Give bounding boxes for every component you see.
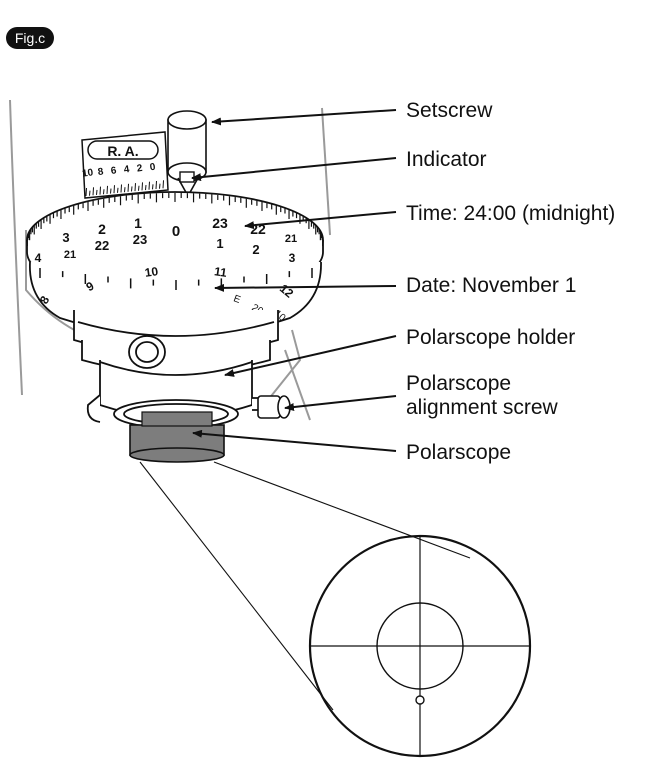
ra-scale-tick <box>99 186 101 195</box>
figure-badge: Fig.c <box>6 27 54 49</box>
time-dial-inner-number: 21 <box>64 249 76 261</box>
ra-scale-tick <box>162 180 164 189</box>
ra-scale-number: 4 <box>123 164 130 176</box>
arrow-time <box>244 211 397 230</box>
time-dial-inner-number: 22 <box>95 238 109 253</box>
figure-badge-text: Fig.c <box>15 30 45 46</box>
ra-scale-tick <box>103 189 105 195</box>
date-dial-small-label: E <box>232 293 242 306</box>
ra-scale-tick <box>113 185 115 194</box>
ra-scale-tick <box>120 184 122 193</box>
ra-scale-tick <box>110 188 112 194</box>
polarscope <box>129 411 225 463</box>
ra-scale-tick <box>138 185 140 191</box>
ra-scale-number: 8 <box>97 166 104 178</box>
arrow-date <box>214 283 397 292</box>
time-dial-outer-number: 1 <box>134 215 142 231</box>
ra-scale-tick <box>155 180 157 190</box>
ra-scale-tick <box>85 187 87 197</box>
ra-scale-tick <box>106 185 108 194</box>
ra-scale-tick <box>89 190 91 196</box>
arrow-polarscope <box>192 429 397 452</box>
time-dial-inner-numbers: 421222312320 <box>35 232 319 273</box>
ra-scale-number: 2 <box>136 163 143 175</box>
ra-scale-ticks <box>85 180 164 197</box>
ra-scale-tick <box>145 185 147 191</box>
label-time: Time: 24:00 (midnight) <box>406 202 615 225</box>
arrow-holder <box>224 335 397 377</box>
arrow-alignment-screw <box>284 395 397 412</box>
time-dial-outer-number: 2 <box>98 221 106 237</box>
polaris-marker <box>415 695 425 705</box>
polarscope-reticle-view <box>308 534 532 758</box>
ra-scale-tick <box>134 183 136 192</box>
time-dial-inner-number: 4 <box>35 251 42 265</box>
time-dial-inner-number: 1 <box>216 236 223 251</box>
ra-label: R. A. <box>107 143 138 159</box>
label-indicator: Indicator <box>406 148 487 171</box>
ra-scale-tick <box>127 183 129 192</box>
arrow-setscrew <box>211 109 397 126</box>
ra-scale-tick <box>131 186 133 192</box>
leader-arrows <box>191 109 397 452</box>
time-dial-inner-number: 23 <box>133 232 147 247</box>
time-dial-inner-number: 2 <box>252 242 259 257</box>
time-dial-outer-number: 3 <box>62 230 69 245</box>
ra-scale-number: 0 <box>149 162 156 174</box>
ra-scale-tick <box>96 189 98 195</box>
time-dial-outer-number: 0 <box>172 223 180 240</box>
callout-labels: Setscrew Indicator Time: 24:00 (midnight… <box>406 99 615 464</box>
time-dial-ticks <box>26 192 324 247</box>
ra-scale-tick <box>124 187 126 193</box>
label-alignment-line2: alignment screw <box>406 396 559 419</box>
ra-scale-number: 10 <box>81 167 94 180</box>
label-polarscope: Polarscope <box>406 441 511 464</box>
ra-scale-tick <box>141 182 143 191</box>
setscrew <box>167 110 207 183</box>
label-date: Date: November 1 <box>406 274 576 297</box>
ra-scale-tick <box>152 184 154 190</box>
arrow-indicator <box>191 157 397 182</box>
label-alignment-line1: Polarscope <box>406 372 511 395</box>
label-setscrew: Setscrew <box>406 99 493 122</box>
ra-scale-tick <box>117 187 119 193</box>
date-dial-number: 10 <box>144 264 159 280</box>
date-dial-number: 11 <box>213 264 228 280</box>
time-dial-outer-number: 21 <box>285 233 297 245</box>
ra-scale-tick <box>148 181 150 190</box>
time-dial-outer-number: 23 <box>212 215 228 231</box>
label-holder: Polarscope holder <box>406 326 575 349</box>
reticle-sight-lines <box>139 461 471 711</box>
date-dial-ticks <box>39 268 313 290</box>
mount-body-outline <box>9 99 331 421</box>
ra-scale-tick <box>159 183 161 189</box>
ra-scale-tick <box>92 187 94 196</box>
ra-scale-number: 6 <box>110 165 117 177</box>
time-dial-inner-number: 3 <box>289 251 296 265</box>
